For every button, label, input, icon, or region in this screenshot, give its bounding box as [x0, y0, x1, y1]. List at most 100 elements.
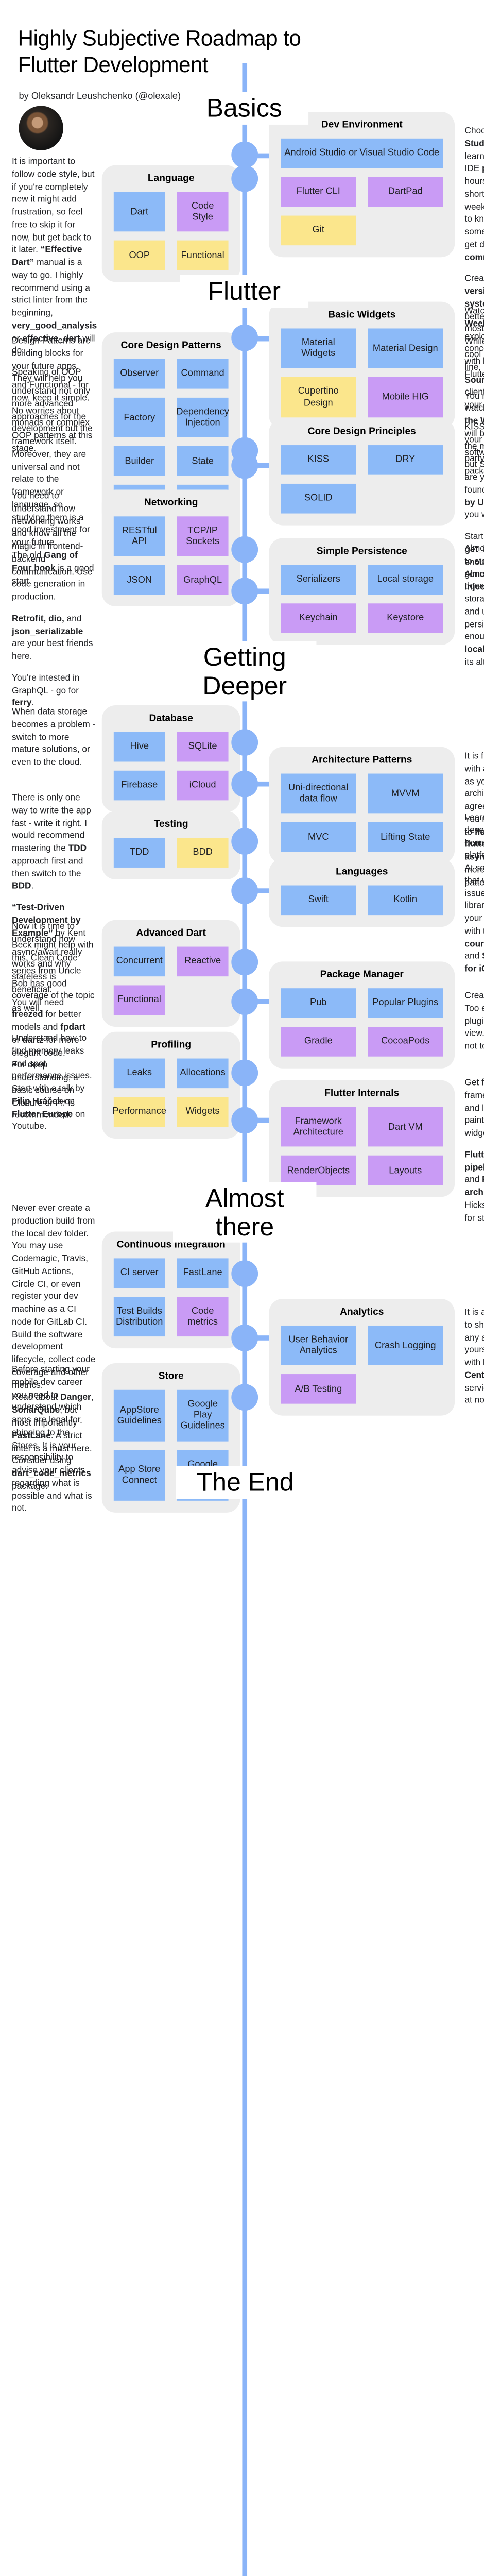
- note-architecture-patterns: It is fine to develop apps with a Provid…: [464, 750, 484, 889]
- chip-tdd[interactable]: TDD: [113, 838, 165, 868]
- chip-widgets[interactable]: Widgets: [177, 1097, 229, 1127]
- note-testing-p1: There is only one way to write the app f…: [12, 792, 91, 891]
- chip-code-metrics[interactable]: Code metrics: [177, 1297, 229, 1337]
- chip-graphql[interactable]: GraphQL: [177, 565, 229, 595]
- chip-icloud[interactable]: iCloud: [177, 770, 229, 801]
- chip-local-storage[interactable]: Local storage: [368, 565, 443, 595]
- note-profiling-p1: Understand how to find memory leaks and …: [12, 1032, 92, 1131]
- chip-layouts[interactable]: Layouts: [368, 1156, 443, 1186]
- note-simple-persistence-p1: Almost every app needs to store some dat…: [464, 543, 484, 667]
- chip-builder[interactable]: Builder: [113, 446, 165, 477]
- card-advanced-dart: Advanced Dart Concurrent Reactive Functi…: [101, 920, 240, 1027]
- note-flutter-internals-p2: Flutter's rendering pipeline by Adam Bar…: [464, 1149, 484, 1223]
- card-items-analytics: User Behavior Analytics Crash Logging A/…: [281, 1325, 443, 1404]
- chip-reactive[interactable]: Reactive: [177, 946, 229, 977]
- chip-cupertino-design[interactable]: Cupertino Design: [281, 377, 356, 417]
- card-dev-environment: Dev Environment Android Studio or Visual…: [269, 111, 455, 258]
- chip-fastlane[interactable]: FastLane: [177, 1258, 229, 1289]
- chip-framework-architecture[interactable]: Framework Architecture: [281, 1107, 356, 1147]
- chip-dartpad[interactable]: DartPad: [368, 177, 443, 207]
- chip-ab-testing[interactable]: A/B Testing: [281, 1374, 356, 1404]
- node-networking: [231, 536, 258, 563]
- chip-dart-vm[interactable]: Dart VM: [368, 1107, 443, 1147]
- note-core-design-patterns: Design Patterns are building blocks for …: [12, 334, 96, 587]
- chip-sqlite[interactable]: SQLite: [177, 732, 229, 762]
- card-basic-widgets: Basic Widgets Material Widgets Material …: [269, 301, 455, 429]
- note-basic-widgets-p1: Watch Widget of the Week on Youtube, exp…: [464, 306, 484, 379]
- note-store-p1: Before starting your mobile dev career y…: [12, 1364, 92, 1513]
- chip-ci-server[interactable]: CI server: [113, 1258, 165, 1289]
- card-items-package-manager: Pub Popular Plugins Gradle CocoaPods: [281, 988, 443, 1057]
- chip-swift[interactable]: Swift: [281, 885, 356, 916]
- card-items-languages: Swift Kotlin: [281, 885, 443, 916]
- chip-app-store-connect[interactable]: App Store Connect: [113, 1450, 165, 1501]
- chip-android-studio-vsc[interactable]: Android Studio or Visual Studio Code: [281, 138, 443, 168]
- chip-keychain[interactable]: Keychain: [281, 603, 356, 633]
- card-testing: Testing TDD BDD: [101, 811, 240, 879]
- chip-solid[interactable]: SOLID: [281, 483, 356, 514]
- chip-firebase[interactable]: Firebase: [113, 770, 165, 801]
- chip-concurrent[interactable]: Concurrent: [113, 946, 165, 977]
- note-networking-p1: You need to understand how networking wo…: [12, 490, 93, 602]
- chip-renderobjects[interactable]: RenderObjects: [281, 1156, 356, 1186]
- chip-user-behavior-analytics[interactable]: User Behavior Analytics: [281, 1325, 356, 1366]
- chip-material-widgets[interactable]: Material Widgets: [281, 328, 356, 369]
- chip-restful-api[interactable]: RESTful API: [113, 516, 165, 556]
- chip-appstore-guidelines[interactable]: AppStore Guidelines: [113, 1389, 165, 1441]
- chip-performance[interactable]: Performance: [113, 1097, 166, 1127]
- chip-dart[interactable]: Dart: [113, 192, 165, 232]
- chip-mobile-hig[interactable]: Mobile HIG: [368, 377, 443, 417]
- connector-languages: [245, 888, 285, 893]
- chip-functional-advanced[interactable]: Functional: [113, 985, 165, 1015]
- chip-code-style[interactable]: Code Style: [177, 192, 229, 232]
- card-continuous-integration: Continuous Integration CI server FastLan…: [101, 1231, 240, 1349]
- chip-leaks[interactable]: Leaks: [113, 1058, 165, 1089]
- chip-git[interactable]: Git: [281, 215, 356, 246]
- chip-factory[interactable]: Factory: [113, 397, 165, 438]
- chip-keystore[interactable]: Keystore: [368, 603, 443, 633]
- note-advanced-dart-p1: Now it is time to understand how async/a…: [12, 921, 86, 1121]
- chip-flutter-cli[interactable]: Flutter CLI: [281, 177, 356, 207]
- section-title-getting-deeper: Getting Deeper: [173, 641, 317, 702]
- chip-command[interactable]: Command: [177, 359, 229, 389]
- chip-tcp-ip-sockets[interactable]: TCP/IP Sockets: [177, 516, 229, 556]
- chip-hive[interactable]: Hive: [113, 732, 165, 762]
- chip-json[interactable]: JSON: [113, 565, 165, 595]
- chip-google-play-guidelines[interactable]: Google Play Guidelines: [177, 1389, 229, 1441]
- node-dev-environment: [231, 141, 258, 168]
- chip-uni-directional-data-flow[interactable]: Uni-directional data flow: [281, 773, 356, 814]
- chip-popular-plugins[interactable]: Popular Plugins: [368, 988, 443, 1018]
- note-architecture-patterns-p1: It is fine to develop apps with a Provid…: [464, 751, 484, 887]
- chip-dependency-injection[interactable]: Dependency Injection: [176, 397, 229, 438]
- card-title-core-design-patterns: Core Design Patterns: [120, 340, 221, 351]
- chip-kiss[interactable]: KISS: [281, 445, 356, 475]
- card-items-database: Hive SQLite Firebase iCloud: [113, 732, 229, 801]
- card-language: Language Dart Code Style OOP Functional: [101, 165, 240, 283]
- chip-material-design[interactable]: Material Design: [368, 328, 443, 369]
- card-database: Database Hive SQLite Firebase iCloud: [101, 705, 240, 812]
- chip-oop[interactable]: OOP: [113, 241, 165, 270]
- chip-gradle[interactable]: Gradle: [281, 1027, 356, 1057]
- chip-pub[interactable]: Pub: [281, 988, 356, 1018]
- chip-bdd[interactable]: BDD: [177, 838, 229, 868]
- chip-mvvm[interactable]: MVVM: [368, 773, 443, 814]
- chip-test-builds-distribution[interactable]: Test Builds Distribution: [113, 1297, 165, 1337]
- chip-state[interactable]: State: [177, 446, 229, 477]
- chip-observer[interactable]: Observer: [113, 359, 165, 389]
- chip-crash-logging[interactable]: Crash Logging: [368, 1325, 443, 1366]
- chip-cocoapods[interactable]: CocoaPods: [368, 1027, 443, 1057]
- chip-serializers[interactable]: Serializers: [281, 565, 356, 595]
- node-package-manager: [231, 988, 258, 1015]
- chip-lifting-state[interactable]: Lifting State: [368, 822, 443, 853]
- node-profiling: [231, 1059, 258, 1087]
- chip-dry[interactable]: DRY: [368, 445, 443, 475]
- note-language-p2: Speaking of OOP and Functional - for now…: [12, 367, 93, 453]
- chip-kotlin[interactable]: Kotlin: [368, 885, 443, 916]
- note-core-design-principles-p2: Start using Provider or get_it. If you a…: [464, 531, 484, 592]
- chip-allocations[interactable]: Allocations: [177, 1058, 229, 1089]
- note-flutter-internals: Get familiar with the framework architec…: [464, 1076, 484, 1224]
- card-items-advanced-dart: Concurrent Reactive Functional: [113, 946, 229, 1015]
- note-languages: Learning native mobile development is be…: [464, 811, 484, 976]
- chip-functional[interactable]: Functional: [177, 241, 229, 270]
- chip-mvc[interactable]: MVC: [281, 822, 356, 853]
